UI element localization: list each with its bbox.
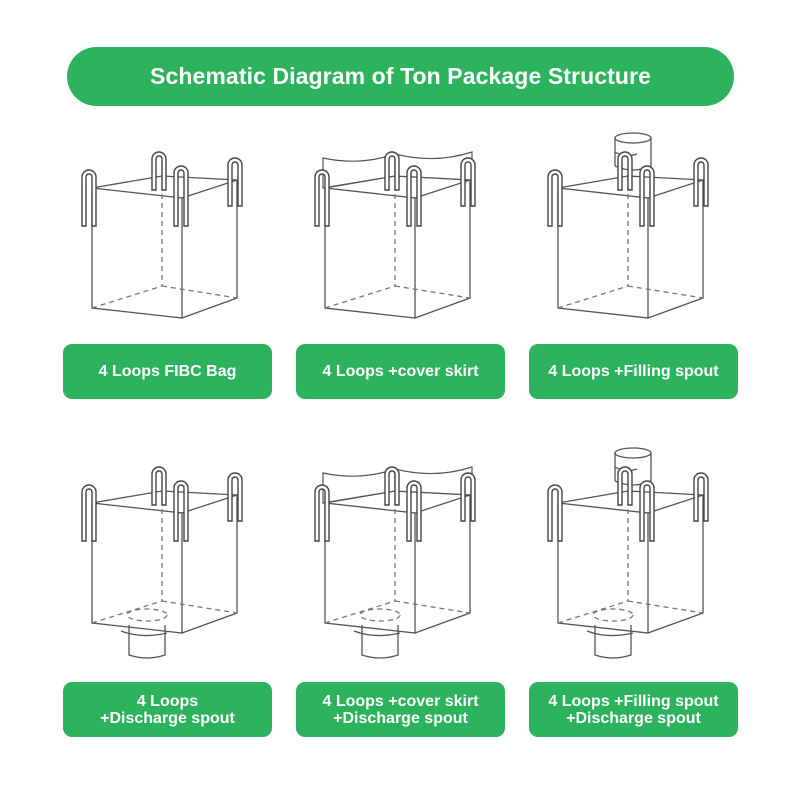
bag-hidden-edge bbox=[627, 600, 704, 614]
lifting-loop-icon bbox=[314, 169, 330, 227]
bag-side-face bbox=[414, 179, 471, 319]
bag-side-face bbox=[647, 494, 704, 634]
lifting-loop-icon bbox=[314, 484, 330, 542]
lifting-loop-icon bbox=[151, 466, 167, 506]
lifting-loop-icon bbox=[173, 480, 189, 542]
lifting-loop-icon bbox=[173, 165, 189, 227]
fibc-bag-drawing bbox=[547, 132, 709, 319]
bag-hidden-edge bbox=[324, 600, 396, 624]
lifting-loop-icon bbox=[406, 480, 422, 542]
filling-spout-top bbox=[614, 447, 652, 459]
bag-label-line-1: 4 Loops +cover skirt bbox=[322, 363, 479, 380]
bag-front-face bbox=[324, 502, 416, 634]
bag-panel-3: 4 Loops +Filling spout bbox=[526, 132, 741, 410]
lifting-loop-icon bbox=[617, 466, 633, 506]
lifting-loop-icon bbox=[460, 157, 476, 207]
lifting-loop-icon bbox=[384, 151, 400, 191]
bag-hidden-edge bbox=[161, 600, 238, 614]
bag-side-face bbox=[414, 494, 471, 634]
bag-label-line-1: 4 Loops FIBC Bag bbox=[98, 363, 237, 380]
discharge-spout-body bbox=[128, 625, 166, 659]
bag-panel-1: 4 Loops FIBC Bag bbox=[60, 140, 275, 410]
bag-panel-6: 4 Loops +Filling spout +Discharge spout bbox=[526, 447, 741, 745]
fibc-bag-drawing bbox=[81, 151, 243, 319]
bag-label: 4 Loops +Discharge spout bbox=[63, 682, 272, 737]
bag-label: 4 Loops +cover skirt bbox=[296, 344, 505, 399]
bag-label-line-2: +Discharge spout bbox=[566, 709, 701, 727]
bag-hidden-edge bbox=[324, 285, 396, 309]
bag-side-face bbox=[647, 179, 704, 319]
bag-side-face bbox=[181, 494, 238, 634]
discharge-spout-body bbox=[361, 625, 399, 659]
bag-panel-4: 4 Loops +Discharge spout bbox=[60, 455, 275, 745]
bag-panel-5: 4 Loops +cover skirt +Discharge spout bbox=[293, 455, 508, 745]
lifting-loop-icon bbox=[693, 472, 709, 522]
discharge-spout-outline bbox=[592, 608, 634, 622]
bag-hidden-edge bbox=[557, 285, 629, 309]
discharge-spout-outline bbox=[359, 608, 401, 622]
bag-side-face bbox=[181, 179, 238, 319]
lifting-loop-icon bbox=[227, 472, 243, 522]
bag-panel-2: 4 Loops +cover skirt bbox=[293, 140, 508, 410]
bag-hidden-edge bbox=[557, 600, 629, 624]
bag-hidden-edge bbox=[91, 600, 163, 624]
bag-label-line-2: +Discharge spout bbox=[333, 709, 468, 727]
fibc-bag-drawing bbox=[81, 466, 243, 659]
lifting-loop-icon bbox=[547, 169, 563, 227]
lifting-loop-icon bbox=[81, 484, 97, 542]
bag-label: 4 Loops +cover skirt +Discharge spout bbox=[296, 682, 505, 737]
bag-front-face bbox=[557, 187, 649, 319]
bag-hidden-edge bbox=[91, 285, 163, 309]
discharge-spout-tie bbox=[586, 630, 634, 637]
bag-front-face bbox=[324, 187, 416, 319]
lifting-loop-icon bbox=[639, 165, 655, 227]
bag-label: 4 Loops FIBC Bag bbox=[63, 344, 272, 399]
discharge-spout-body bbox=[594, 625, 632, 659]
lifting-loop-icon bbox=[693, 157, 709, 207]
lifting-loop-icon bbox=[81, 169, 97, 227]
diagram-title: Schematic Diagram of Ton Package Structu… bbox=[67, 47, 734, 106]
lifting-loop-icon bbox=[227, 157, 243, 207]
fibc-bag-drawing bbox=[314, 151, 476, 319]
lifting-loop-icon bbox=[639, 480, 655, 542]
bag-label-line-1: 4 Loops +cover skirt bbox=[322, 692, 479, 710]
bag-label: 4 Loops +Filling spout bbox=[529, 344, 738, 399]
bag-hidden-edge bbox=[627, 285, 704, 299]
lifting-loop-icon bbox=[547, 484, 563, 542]
fibc-bag-drawing bbox=[314, 466, 476, 659]
bag-front-face bbox=[91, 502, 183, 634]
bag-label: 4 Loops +Filling spout +Discharge spout bbox=[529, 682, 738, 737]
fibc-bag-drawing bbox=[547, 447, 709, 659]
lifting-loop-icon bbox=[384, 466, 400, 506]
bag-hidden-edge bbox=[394, 285, 471, 299]
bag-front-face bbox=[557, 502, 649, 634]
bag-label-line-1: 4 Loops bbox=[136, 692, 199, 710]
lifting-loop-icon bbox=[617, 151, 633, 191]
bag-hidden-edge bbox=[394, 600, 471, 614]
bag-label-line-2: +Discharge spout bbox=[100, 709, 235, 727]
discharge-spout-outline bbox=[126, 608, 168, 622]
bag-label-line-1: 4 Loops +Filling spout bbox=[548, 692, 719, 710]
bag-label-line-1: 4 Loops +Filling spout bbox=[548, 363, 719, 380]
filling-spout-top bbox=[614, 132, 652, 144]
bag-hidden-edge bbox=[161, 285, 238, 299]
lifting-loop-icon bbox=[151, 151, 167, 191]
discharge-spout-tie bbox=[353, 630, 401, 637]
discharge-spout-tie bbox=[120, 630, 168, 637]
lifting-loop-icon bbox=[406, 165, 422, 227]
bag-front-face bbox=[91, 187, 183, 319]
lifting-loop-icon bbox=[460, 472, 476, 522]
